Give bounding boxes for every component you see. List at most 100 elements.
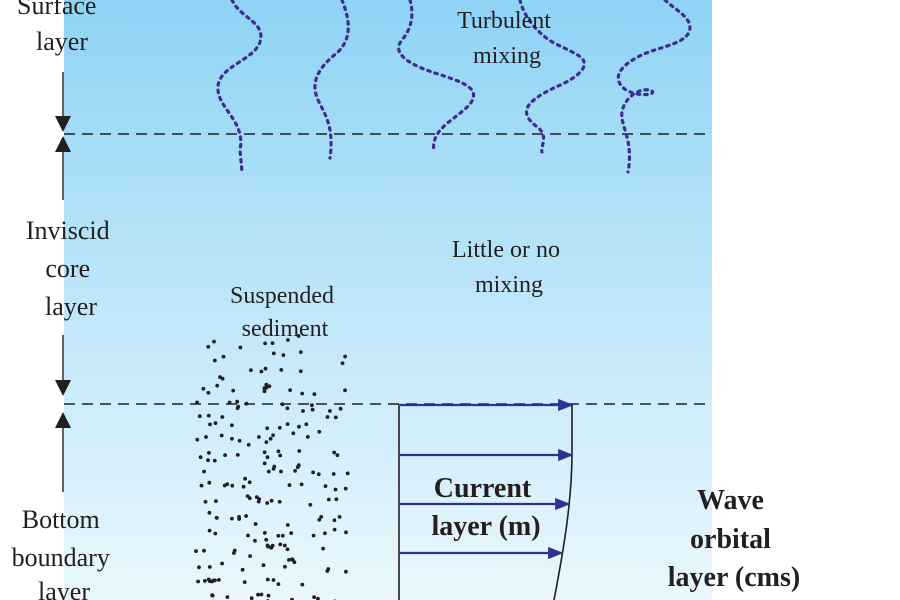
sediment-dot [310,403,314,408]
sediment-dot [317,517,322,522]
sediment-dot [332,527,337,532]
sediment-dot [235,399,240,404]
sediment-dot [333,415,338,420]
sediment-dot [277,499,282,504]
sediment-dot [195,400,200,405]
sediment-dot [335,453,340,458]
sediment-dot [344,569,348,574]
sediment-dot [285,547,290,552]
sediment-dot [300,582,305,587]
sediment-dot [195,437,200,442]
sediment-dot [256,592,260,597]
sediment-dot [286,338,290,342]
sediment-dot [235,406,240,411]
sediment-dot [334,497,339,502]
sediment-dot [271,578,276,582]
sediment-dot [287,558,291,562]
sediment-dot [262,461,267,466]
eddy-line [616,0,692,174]
sediment-dot [247,496,252,501]
layer-extent-markers [55,72,71,492]
sediment-dot [218,375,222,379]
sediment-dot [207,528,212,533]
eddy-line [397,0,476,154]
turbulent-mixing-label: Turbulent mixing [457,8,557,69]
sediment-dot [276,582,281,586]
suspended-sediment-label: Suspended sediment [230,283,340,342]
sediment-dot [268,436,273,441]
sediment-dot [207,565,212,569]
sediment-dot [244,401,249,406]
sediment-dot [244,514,249,518]
sediment-dot [282,543,287,548]
sediment-dot [278,453,283,458]
sediment-dot [343,486,348,491]
sediment-dot [280,402,285,407]
sediment-dot [325,415,330,419]
sediment-dot [265,455,270,460]
sediment-dot [331,472,336,476]
sediment-dot [198,455,203,460]
sediment-dot [222,483,227,488]
eddy-line [313,0,350,160]
sediment-dot [343,354,347,359]
sediment-dot [261,563,266,568]
sediment-dot [230,483,235,488]
sediment-dot [276,533,281,538]
sediment-dot [269,498,274,503]
sediment-dot [317,429,322,434]
sediment-dot [212,358,217,363]
sediment-dot [301,409,305,413]
sediment-dot [196,579,201,584]
sediment-dot [265,577,270,582]
sediment-dot [213,421,218,425]
sediment-dot [259,369,264,374]
sediment-dot [206,577,211,582]
eddy-line [518,0,586,154]
sediment-dot [204,435,208,439]
sediment-dot [206,390,211,395]
sediment-dot [283,564,287,569]
sediment-dot [231,388,236,393]
sediment-dot [281,353,286,357]
sediment-dot [230,423,234,428]
sediment-dot [280,533,285,538]
sediment-dot [221,354,226,359]
sediment-dot [210,593,215,598]
sediment-dot [214,515,219,520]
sediment-dot [293,469,297,473]
sediment-dot [215,383,220,388]
sediment-dot [337,515,342,519]
sediment-particles [194,334,350,600]
sediment-dot [290,597,294,600]
sediment-dot [290,557,294,562]
sediment-dot [208,422,212,427]
sediment-dot [298,350,303,354]
sediment-dot [238,345,243,350]
sediment-dot [316,596,320,600]
sediment-dot [300,391,305,396]
sediment-dot [278,542,283,547]
sediment-dot [247,480,252,485]
bottom-boundary-layer-label: Bottom boundary layer [12,505,117,600]
current-velocity-profile [398,398,574,600]
sediment-dot [197,565,201,570]
sediment-dot [232,551,236,555]
sediment-dot [272,464,277,469]
current-layer-label: Current layer (m) [431,473,540,542]
sediment-dot [207,510,212,515]
sediment-dot [246,442,251,447]
sediment-dot [217,578,221,582]
sediment-dot [207,451,211,455]
sediment-dot [262,531,267,535]
sediment-dot [202,548,206,553]
sediment-dot [213,531,218,536]
sediment-dot [266,593,271,598]
sediment-dot [270,543,275,548]
sediment-dot [345,471,350,476]
sediment-dot [338,406,343,411]
sediment-dot [271,351,276,356]
little-or-no-mixing-label: Little or no mixing [452,237,566,298]
sediment-dot [212,458,217,463]
